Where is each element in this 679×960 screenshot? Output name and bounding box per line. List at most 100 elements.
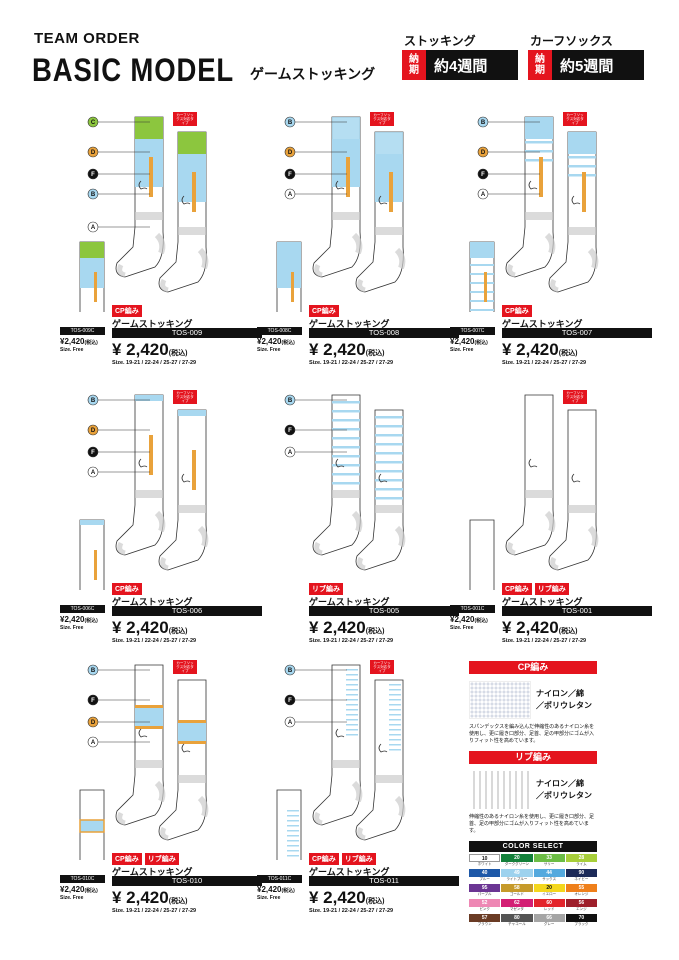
sock-ankle [135, 212, 163, 220]
sock-heel [394, 795, 406, 818]
color-name: ゴールド [509, 892, 524, 896]
sock-illustration: BFA [284, 394, 406, 571]
marker-label: A [288, 192, 293, 198]
marker-label: F [91, 450, 95, 456]
marker-label: B [288, 668, 293, 674]
price-tax: (税込) [558, 628, 578, 635]
color-name: ブルー [479, 877, 490, 881]
color-name: サリー [543, 862, 555, 866]
calf-sock-top [277, 242, 301, 258]
marker-a-icon [477, 188, 489, 200]
calf-product-size: Size. Free [450, 347, 474, 353]
sock-top-band [135, 395, 163, 401]
logo-icon [378, 195, 388, 205]
product-sizes: Size. 19-21 / 22-24 / 25-27 / 27-29 [112, 908, 197, 914]
price-value: ¥ 2,420 [309, 340, 366, 359]
calf-product-price: ¥2,420(税込) [257, 337, 295, 346]
sock-toe [507, 541, 516, 556]
knit-tag: CP編み [112, 583, 142, 595]
sock-dash [389, 699, 401, 701]
sock-top-band [135, 117, 163, 139]
price-value: ¥ 2,420 [502, 340, 559, 359]
calf-product-code: TOS-009C [60, 327, 105, 335]
sock-line [332, 428, 360, 431]
marker-label: A [288, 720, 293, 726]
calf-sock-line [470, 291, 494, 293]
sock-outline [548, 409, 597, 571]
sock-ankle [178, 775, 206, 783]
material-line: ナイロン／綿 [536, 689, 584, 698]
sock-toe [357, 826, 366, 841]
calf-sock-dash [287, 845, 299, 847]
marker-label: F [91, 698, 95, 704]
marker-label: F [288, 172, 292, 178]
product-price: ¥ 2,420(税込) [309, 340, 384, 360]
marker-a-icon [87, 736, 99, 748]
price-tax: (税込) [168, 350, 188, 357]
sock-line [375, 470, 403, 473]
sock-stripe [539, 157, 543, 197]
color-code: 20 [501, 854, 533, 862]
color-name: ネイビー [574, 877, 589, 881]
cp-knit-description: スパンデックスを編み込んだ伸縮性のあるナイロン糸を使用し、更に履き口部分、足首、… [469, 724, 595, 744]
sock-line [332, 410, 360, 413]
calf-product-size: Size. Free [450, 625, 474, 631]
sock-dash [346, 699, 358, 701]
sock-toe [550, 278, 559, 293]
sock-dash [346, 719, 358, 721]
logo-icon [181, 743, 191, 753]
sock-line [375, 461, 403, 464]
calf-product-size: Size. Free [60, 895, 84, 901]
sock-dash [389, 739, 401, 741]
knit-tag: CP編み [112, 305, 142, 317]
color-code: 49 [501, 869, 533, 877]
sock-dash [346, 679, 358, 681]
marker-b-icon [87, 188, 99, 200]
marker-a-icon [284, 188, 296, 200]
price-value: ¥2,420 [60, 885, 85, 894]
sock-toe [314, 263, 323, 278]
product-code: TOS-007 [502, 328, 652, 338]
product-price: ¥ 2,420(税込) [502, 618, 577, 638]
price-value: ¥2,420 [450, 615, 475, 624]
sock-toe [357, 278, 366, 293]
sock-stripe [192, 450, 196, 490]
color-name: レッド [543, 907, 555, 911]
color-name: ブラウン [477, 922, 492, 926]
color-code: 57 [469, 914, 501, 922]
knit-tags: CP編みリブ編み [309, 853, 376, 865]
sock-line [568, 147, 596, 150]
sock-stripe [582, 172, 586, 212]
rib-knit-swatch [469, 771, 531, 809]
marker-d-icon [87, 716, 99, 728]
price-tax: (税込) [281, 888, 295, 894]
logo-icon [138, 728, 148, 738]
calf-product-price: ¥2,420(税込) [257, 885, 295, 894]
sock-line [568, 165, 596, 168]
product-name: ゲームストッキング [112, 867, 193, 877]
calf-sock-dash [287, 835, 299, 837]
sock-line [375, 497, 403, 500]
calf-product-code: TOS-008C [257, 327, 302, 335]
marker-label: F [481, 172, 485, 178]
sock-dash [389, 749, 401, 751]
sock-outline [158, 409, 207, 571]
sock-line [332, 464, 360, 467]
sock-stripe [149, 435, 153, 475]
calf-sock-line [470, 264, 494, 266]
sock-top-band [178, 132, 206, 154]
sock-stripe [149, 157, 153, 197]
color-name: イエロー [542, 892, 557, 896]
knit-tag: CP編み [502, 305, 532, 317]
material-line: ／ポリウレタン [536, 791, 592, 800]
price-tax: (税込) [168, 628, 188, 635]
